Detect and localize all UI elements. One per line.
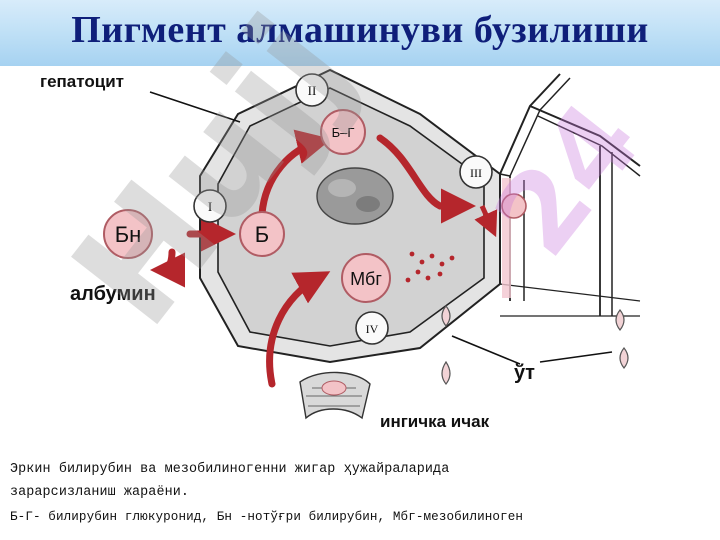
- circle-bn: Бн: [103, 209, 153, 259]
- title-bar: [0, 0, 720, 66]
- caption-line-1: Эркин билирубин ва мезобилиногенни жигар…: [10, 462, 450, 477]
- flow-arrows: [150, 129, 476, 388]
- circle-b: Б: [239, 211, 285, 257]
- bile-drops: [441, 305, 629, 385]
- neighbour-cell-walls: [499, 73, 641, 317]
- label-hepatocyte: гепатоцит: [40, 72, 124, 91]
- circle-transporter-3: III: [459, 155, 493, 189]
- pigment-metabolism-diagram: Бн Б Б–Г Мбг I II III IV: [103, 68, 641, 420]
- circle-transporter-4: IV: [355, 311, 389, 345]
- label-small-intestine: ингичка ичак: [380, 412, 490, 431]
- mesobilinogen-dots: [405, 251, 455, 283]
- caption-line-3: Б-Г- билирубин глюкуронид, Бн -нотўғри б…: [10, 510, 524, 524]
- circle-bn-label: Бн: [115, 222, 142, 247]
- circle-b-label: Б: [255, 222, 269, 247]
- slide-title: Пигмент алмашинуви бузилиши: [71, 9, 649, 51]
- svg-text:II: II: [308, 83, 317, 98]
- circle-mbg-label: Мбг: [350, 269, 382, 289]
- nucleus: [316, 167, 394, 225]
- circle-transporter-2: II: [295, 73, 329, 107]
- svg-text:III: III: [470, 166, 482, 180]
- circle-mbg: Мбг: [341, 253, 391, 303]
- pointer-lines: [149, 91, 613, 365]
- bile-exit-circle: [501, 193, 527, 219]
- caption-line-2: зарарсизланиш жараёни.: [10, 485, 189, 500]
- svg-text:I: I: [208, 199, 212, 214]
- small-intestine: [299, 371, 371, 420]
- circle-bg-label: Б–Г: [332, 125, 355, 140]
- label-bile: ўт: [514, 362, 535, 384]
- bile-capillary: [502, 178, 511, 298]
- circle-transporter-1: I: [193, 189, 227, 223]
- circle-bg: Б–Г: [320, 109, 366, 155]
- svg-text:IV: IV: [366, 322, 379, 336]
- bile-drop-arrow: [474, 204, 498, 238]
- label-albumin: албумин: [70, 283, 156, 305]
